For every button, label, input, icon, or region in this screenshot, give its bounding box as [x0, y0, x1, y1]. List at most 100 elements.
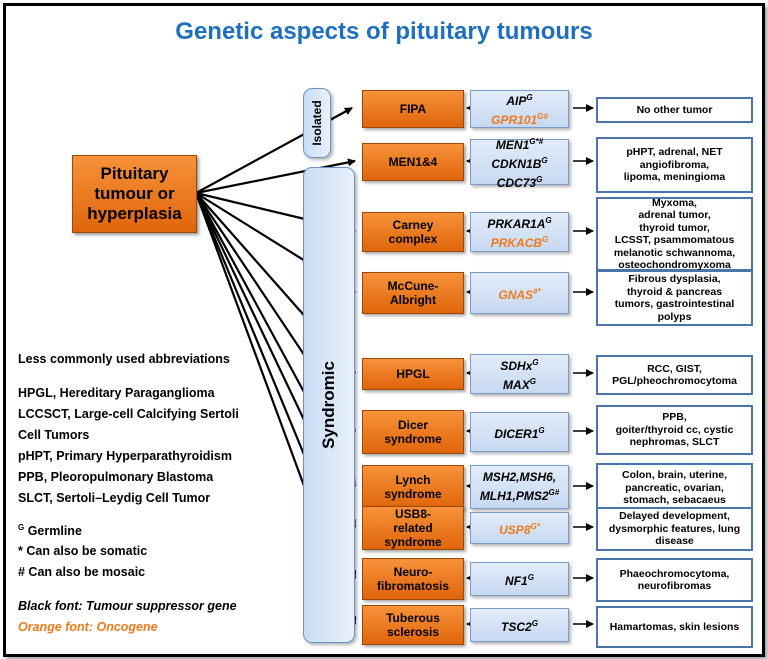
gene-box-7: USP8G*: [470, 512, 569, 544]
fan-line-1: [195, 158, 356, 195]
gene-superscript: G: [532, 358, 539, 367]
abbreviation-2: LCCSCT, Large-cell Calcifying Sertoli: [18, 407, 239, 421]
gene-symbol: MEN1: [495, 137, 530, 152]
gene-symbol: USP8: [499, 522, 531, 537]
gene-name: MEN1G*#: [471, 134, 568, 153]
tumor-text: Myxoma,: [652, 196, 697, 209]
germline-mark: G: [18, 523, 25, 532]
page-title: Genetic aspects of pituitary tumours: [175, 18, 593, 45]
gene-superscript: G: [542, 235, 549, 244]
gene-name: USP8G*: [471, 519, 568, 538]
gene-superscript: G: [526, 93, 533, 102]
tumor-text: tumors, gastrointestinal: [614, 298, 735, 310]
gene-superscript: G: [536, 174, 543, 184]
syndrome-label: FIPA: [399, 102, 427, 116]
group-syndromic-label: Syndromic: [319, 361, 338, 449]
germline-text: Germline: [24, 524, 82, 539]
gene-name: NF1G: [471, 570, 568, 589]
syndrome-label: syndrome: [384, 432, 442, 446]
gene-symbol: PRKACB: [490, 236, 543, 250]
gene-superscript: G: [538, 425, 545, 435]
gene-superscript: G: [529, 377, 536, 386]
tumor-text: pHPT, adrenal, NET: [626, 146, 723, 159]
tumor-text: LCSST, psammomatous: [614, 234, 735, 246]
tumor-text: Delayed development,: [619, 510, 730, 523]
tumor-text: osteochondromyxoma: [618, 259, 731, 271]
tumor-text: angiofibroma,: [639, 158, 710, 171]
tumor-text: Hamartomas, skin lesions: [609, 620, 740, 633]
gene-name: MSH2,MSH6,: [471, 470, 568, 485]
tumor-text: PPB,: [662, 411, 687, 424]
tumor-text: Phaeochromocytoma,: [619, 567, 730, 580]
syndrome-label: syndrome: [384, 487, 442, 501]
gene-box-8: NF1G: [470, 562, 569, 596]
root-line-2: tumour or: [94, 184, 175, 203]
gene-name: DICER1G: [471, 423, 568, 442]
tumor-text: dysmorphic features, lung: [608, 522, 741, 535]
gene-symbol: PRKAR1A: [487, 217, 546, 231]
gene-symbol: GPR101: [491, 113, 538, 127]
gene-symbol: MAX: [503, 378, 530, 392]
syndrome-label: Lynch: [395, 473, 431, 487]
abbreviation-6: SLCT, Sertoli–Leydig Cell Tumor: [18, 491, 211, 505]
tumor-box-2: Myxoma,adrenal tumor,thyroid tumor,LCSST…: [596, 197, 753, 271]
gene-name: CDC73G: [471, 172, 568, 191]
gene-superscript: G: [531, 618, 538, 628]
tumor-text: thyroid tumor,: [639, 221, 710, 234]
syndrome-label: Neuro-: [393, 565, 433, 579]
gene-superscript: G: [527, 572, 534, 582]
gene-symbol: MLH1,PMS2: [479, 489, 549, 503]
gene-symbol: DICER1: [494, 426, 539, 441]
group-isolated-label: Isolated: [310, 100, 324, 146]
gene-box-9: TSC2G: [470, 608, 569, 642]
tumor-box-9: Hamartomas, skin lesions: [596, 606, 753, 648]
gene-name: PRKACBG: [471, 232, 568, 251]
syndrome-label: HPGL: [396, 367, 430, 381]
gene-name: MAXG: [471, 374, 568, 393]
syndrome-label: Carney: [392, 218, 434, 232]
tumor-text: polyps: [657, 310, 692, 323]
legend-somatic: * Can also be somatic: [18, 544, 148, 558]
tumor-text: No other tumor: [636, 103, 713, 116]
root-line-3: hyperplasia: [87, 204, 182, 223]
gene-name: CDKN1BG: [471, 153, 568, 172]
gene-symbol: AIP: [506, 94, 527, 108]
tumor-box-0: No other tumor: [596, 97, 753, 123]
gene-superscript: G*#: [529, 136, 544, 146]
legend-tumour-suppressor: Black font: Tumour suppressor gene: [18, 599, 237, 613]
tumor-text: Fibrous dysplasia,: [628, 273, 721, 285]
legend-oncogene: Orange font: Oncogene: [18, 620, 158, 634]
syndrome-label: related: [393, 521, 433, 535]
gene-name: PRKAR1AG: [471, 213, 568, 232]
syndrome-box-3: McCune-Albright: [362, 272, 464, 314]
syndrome-label: USB8-: [394, 507, 431, 521]
abbreviation-1: HPGL, Hereditary Paraganglioma: [18, 386, 215, 400]
tumor-text: Colon, brain, uterine,: [621, 469, 727, 482]
gene-name: AIPG: [471, 90, 568, 109]
tumor-text: PGL/pheochromocytoma: [612, 375, 737, 387]
tumor-box-7: Delayed development,dysmorphic features,…: [596, 507, 753, 551]
gene-name: MLH1,PMS2G#: [471, 485, 568, 504]
tumor-box-4: RCC, GIST,PGL/pheochromocytoma: [596, 355, 753, 395]
tumor-text: pancreatic, ovarian,: [625, 481, 724, 494]
syndrome-label: syndrome: [384, 535, 442, 549]
syndrome-box-8: Neuro-fibromatosis: [362, 558, 464, 600]
gene-name: GNAS#*: [471, 284, 568, 303]
syndrome-label: Albright: [390, 293, 436, 307]
gene-box-5: DICER1G: [470, 412, 569, 452]
syndrome-label: McCune-: [387, 279, 439, 293]
tumor-text: lipoma, meningioma: [623, 171, 726, 184]
legend-mosaic: # Can also be mosaic: [18, 565, 146, 579]
tumor-text: stomach, sebacaeus: [623, 494, 726, 507]
gene-superscript: #*: [533, 286, 541, 296]
